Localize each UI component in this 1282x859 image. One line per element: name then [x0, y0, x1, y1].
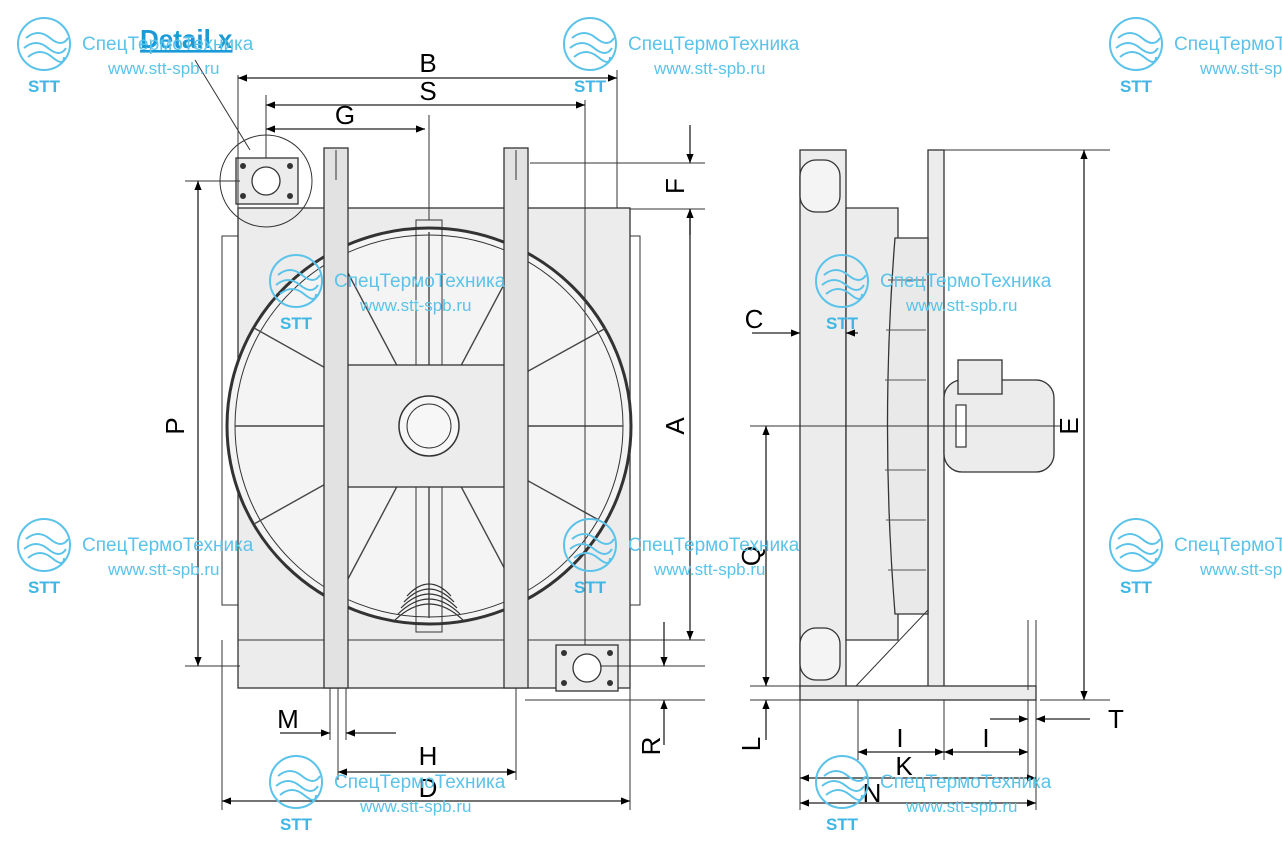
svg-text:STT: STT — [574, 77, 607, 96]
svg-text:СпецТермоТехника: СпецТермоТехника — [1174, 535, 1282, 556]
svg-text:STT: STT — [28, 77, 61, 96]
svg-text:STT: STT — [28, 578, 61, 597]
dim-label-g: G — [335, 100, 355, 130]
svg-text:STT: STT — [1120, 77, 1153, 96]
watermark-5: STT СпецТермоТехника www.stt-spb.ru — [815, 254, 1052, 333]
svg-text:СпецТермоТехника: СпецТермоТехника — [880, 271, 1052, 292]
svg-text:www.stt-spb.ru: www.stt-spb.ru — [653, 59, 765, 78]
side-core — [799, 149, 847, 689]
svg-text:СпецТермоТехника: СпецТермоТехника — [334, 271, 506, 292]
svg-text:STT: STT — [574, 578, 607, 597]
watermark-9: STT СпецТермоТехника www.stt-spb.ru — [269, 755, 506, 834]
dim-label-b: B — [419, 48, 436, 78]
watermark-10: STT СпецТермоТехника www.stt-spb.ru — [815, 755, 1052, 834]
dim-label-a: A — [660, 417, 690, 435]
dim-label-l: L — [736, 737, 766, 751]
detail-x-label: Detail x — [140, 24, 233, 54]
dim-label-p: P — [160, 417, 190, 434]
svg-text:www.stt-spb.ru: www.stt-spb.ru — [653, 560, 765, 579]
svg-text:STT: STT — [280, 314, 313, 333]
dim-label-c: C — [745, 304, 764, 334]
watermark-4: STT СпецТермоТехника www.stt-spb.ru — [269, 254, 506, 333]
svg-text:www.stt-spb.ru: www.stt-spb.ru — [1199, 59, 1282, 78]
svg-text:СпецТермоТехника: СпецТермоТехника — [880, 772, 1052, 793]
svg-text:www.stt-spb.ru: www.stt-spb.ru — [1199, 560, 1282, 579]
svg-text:www.stt-spb.ru: www.stt-spb.ru — [359, 296, 471, 315]
dim-label-r: R — [636, 737, 666, 756]
dim-label-h: H — [419, 741, 438, 771]
dim-label-e: E — [1054, 417, 1084, 434]
dim-label-s: S — [419, 76, 436, 106]
svg-text:www.stt-spb.ru: www.stt-spb.ru — [905, 296, 1017, 315]
watermark-2: STT СпецТермоТехника www.stt-spb.ru — [563, 17, 800, 96]
svg-text:STT: STT — [826, 314, 859, 333]
dim-label-d: D — [419, 773, 438, 803]
svg-text:www.stt-spb.ru: www.stt-spb.ru — [107, 560, 219, 579]
svg-text:СпецТермоТехника: СпецТермоТехника — [82, 34, 254, 55]
svg-text:СпецТермоТехника: СпецТермоТехника — [334, 772, 506, 793]
front-view: B S G P A F R M H D Detail x — [140, 24, 705, 810]
watermark-7: STT СпецТермоТехника www.stt-spb.ru — [563, 518, 800, 597]
dim-label-q: Q — [736, 546, 766, 566]
mounting-bar-right — [503, 147, 529, 689]
detail-x-flange — [219, 134, 313, 228]
svg-text:www.stt-spb.ru: www.stt-spb.ru — [905, 797, 1017, 816]
side-shroud — [845, 207, 899, 641]
svg-text:STT: STT — [280, 815, 313, 834]
svg-text:STT: STT — [826, 815, 859, 834]
svg-text:СпецТермоТехника: СпецТермоТехника — [82, 535, 254, 556]
watermark-1: STT СпецТермоТехника www.stt-spb.ru — [17, 17, 254, 96]
dim-label-m: M — [277, 704, 299, 734]
dim-label-k: K — [895, 751, 913, 781]
side-base — [799, 685, 1037, 701]
dim-label-t: T — [1108, 704, 1124, 734]
svg-text:www.stt-spb.ru: www.stt-spb.ru — [359, 797, 471, 816]
svg-text:STT: STT — [1120, 578, 1153, 597]
watermark-3: STT СпецТермоТехника www.stt-spb.ru — [1109, 17, 1282, 96]
fan-grille — [394, 583, 464, 621]
bottom-flange — [555, 644, 619, 692]
svg-text:СпецТермоТехника: СпецТермоТехника — [1174, 34, 1282, 55]
mounting-bar-left — [323, 147, 349, 689]
dim-label-i-2: I — [982, 723, 989, 753]
svg-text:СпецТермоТехника: СпецТермоТехника — [628, 34, 800, 55]
side-view: C E Q L I I K N T — [736, 149, 1124, 810]
svg-text:СпецТермоТехника: СпецТермоТехника — [628, 535, 800, 556]
dim-label-i-1: I — [896, 723, 903, 753]
watermark-6: STT СпецТермоТехника www.stt-spb.ru — [17, 518, 254, 597]
dim-label-f: F — [660, 178, 690, 194]
svg-text:www.stt-spb.ru: www.stt-spb.ru — [107, 59, 219, 78]
watermark-8: STT СпецТермоТехника www.stt-spb.ru — [1109, 518, 1282, 597]
